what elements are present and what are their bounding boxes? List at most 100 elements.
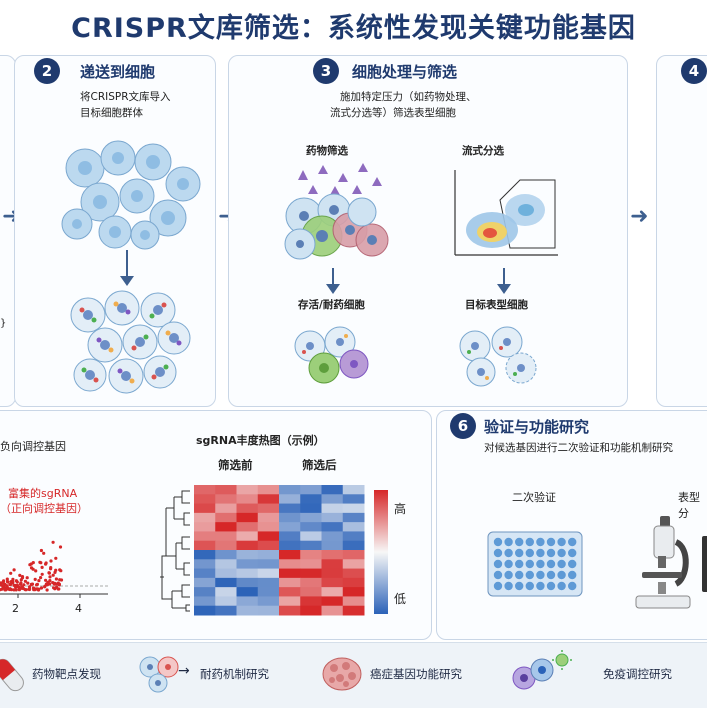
volcano-point (47, 571, 52, 575)
heatmap-cell (257, 559, 280, 570)
well (493, 570, 503, 580)
volcano-point (51, 581, 55, 585)
heatmap-cell (215, 522, 237, 532)
heatmap-cell (342, 587, 365, 597)
heatmap-cell (194, 503, 216, 514)
step2-title: 递送到细胞 (80, 63, 156, 81)
volcano-point (43, 585, 47, 589)
heatmap-cell (215, 512, 237, 523)
heatmap-cell (257, 503, 280, 514)
well (525, 559, 534, 569)
heatmap-cell (300, 605, 322, 616)
heatmap-cell (257, 568, 280, 579)
heatmap-cell (342, 522, 365, 532)
heatmap-cell (321, 587, 344, 597)
heatmap-cell (236, 550, 259, 560)
volcano-point (48, 575, 52, 579)
volcano-point (53, 570, 57, 574)
heatmap-cell (321, 522, 344, 532)
resistance-cells-icon (139, 656, 179, 693)
volcano-point (57, 582, 62, 586)
heatmap-cell (342, 512, 365, 523)
well (546, 548, 556, 558)
well (504, 559, 513, 569)
heatmap-cell (194, 605, 216, 616)
heatmap-cell (342, 568, 365, 579)
heatmap-cell (194, 550, 216, 560)
well (515, 570, 524, 580)
heatmap-cell (215, 577, 237, 588)
arrow-down-drug (326, 268, 340, 294)
secondary-validation-label: 二次验证 (512, 491, 556, 504)
heatmap-cell (342, 559, 365, 570)
heatmap-cell (194, 568, 216, 579)
volcano-point (26, 581, 30, 585)
heatmap-cell (257, 512, 280, 523)
heatmap-cell (300, 540, 322, 551)
heatmap-cell (236, 531, 259, 542)
heatmap-cell (215, 485, 237, 495)
volcano-point (39, 576, 43, 580)
volcano-point (22, 583, 26, 587)
heatmap-cell (236, 503, 259, 514)
heatmap-cell (342, 577, 365, 588)
target-phenotype-cells (459, 326, 537, 387)
volcano-point (12, 568, 16, 572)
cell-cluster-transduced (70, 290, 191, 394)
heatmap-cell (194, 494, 216, 505)
well (536, 581, 545, 591)
panel-step1-fragment: } (0, 318, 7, 329)
volcano-point (15, 583, 19, 587)
heatmap-cell (342, 550, 365, 560)
well (525, 581, 534, 591)
heatmap-cell (300, 559, 322, 570)
well (504, 548, 513, 558)
drug-screen-label: 药物筛选 (306, 145, 348, 157)
volcano-tick-4: 4 (75, 602, 82, 615)
heatmap-cell (279, 568, 301, 579)
heatmap-cell (279, 550, 301, 560)
volcano-point (49, 559, 53, 563)
heatmap-before-label: 筛选前 (218, 458, 253, 472)
heatmap-cell (194, 577, 216, 588)
step2-desc-line1: 将CRISPR文库导入 (80, 91, 171, 103)
heatmap-cell (236, 605, 259, 616)
volcano-point (59, 578, 64, 582)
heatmap-cell (342, 596, 365, 607)
volcano-point (25, 576, 29, 580)
heatmap-cell (194, 559, 216, 570)
well (504, 537, 513, 547)
well (557, 537, 566, 547)
heatmap-cell (279, 577, 301, 588)
volcano-tick-2: 2 (12, 602, 19, 615)
volcano-point (51, 573, 55, 577)
colorbar-high-label: 高 (394, 502, 407, 516)
volcano-point (54, 556, 58, 560)
heatmap-cell (300, 587, 322, 597)
phenotype-analysis-label: 表型分 (678, 491, 700, 520)
volcano-point (27, 587, 32, 592)
drug-particles (298, 163, 382, 195)
heatmap-cell (194, 512, 216, 523)
heatmap-cell (321, 540, 344, 551)
well (536, 537, 545, 547)
heatmap-cell (279, 605, 301, 616)
heatmap-cell (342, 605, 365, 616)
well (525, 548, 534, 558)
surviving-cells (294, 326, 369, 384)
heatmap-colorbar (374, 490, 388, 614)
volcano-point (14, 588, 18, 592)
page-title: CRISPR文库筛选：系统性发现关键功能基因 (71, 13, 636, 44)
heatmap-cell (279, 485, 301, 495)
volcano-point (40, 565, 44, 569)
heatmap-cell (279, 596, 301, 607)
heatmap-cell (300, 512, 322, 523)
heatmap-cell (236, 494, 259, 505)
heatmap-cell (279, 540, 301, 551)
heatmap-cell (236, 540, 259, 551)
well (546, 559, 556, 569)
heatmap-cell (342, 503, 365, 514)
heatmap-cell (257, 577, 280, 588)
volcano-point (44, 562, 48, 566)
heatmap-cell (300, 494, 322, 505)
